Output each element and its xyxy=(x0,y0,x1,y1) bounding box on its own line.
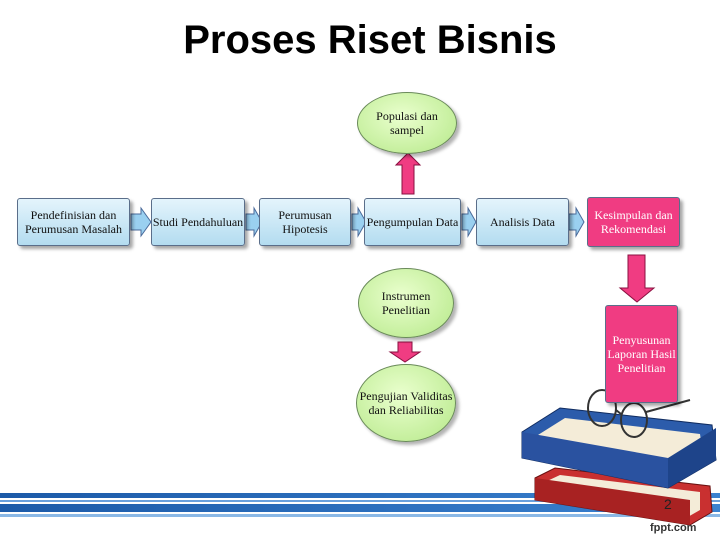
ellipse-pengujian-validitas: Pengujian Validitas dan Reliabilitas xyxy=(356,364,456,442)
step-pengumpulan-data: Pengumpulan Data xyxy=(364,198,461,246)
arrow-up-populasi xyxy=(394,152,422,195)
arrow-5-6 xyxy=(568,206,585,238)
arrow-down-pengujian xyxy=(388,341,422,363)
step-analisis-data: Analisis Data xyxy=(476,198,569,246)
step-studi-pendahuluan: Studi Pendahuluan xyxy=(151,198,245,246)
arrow-2-3 xyxy=(245,206,263,238)
footer-logo: fppt.com xyxy=(650,522,697,534)
page-title: Proses Riset Bisnis xyxy=(183,18,557,62)
arrow-4-5 xyxy=(461,206,477,238)
step-pendefinisian-masalah: Pendefinisian dan Perumusan Masalah xyxy=(17,198,130,246)
box-penyusunan-laporan: Penyusunan Laporan Hasil Penelitian xyxy=(605,305,678,403)
step-kesimpulan-rekomendasi: Kesimpulan dan Rekomendasi xyxy=(587,197,680,247)
page-number: 2 xyxy=(664,496,672,512)
books-illustration xyxy=(521,389,717,526)
ellipse-populasi-sampel: Populasi dan sampel xyxy=(357,92,457,154)
step-perumusan-hipotesis: Perumusan Hipotesis xyxy=(259,198,351,246)
arrow-3-4 xyxy=(351,206,367,238)
ellipse-instrumen-penelitian: Instrumen Penelitian xyxy=(358,268,454,338)
footer-stripes xyxy=(0,493,720,517)
flow-arrows xyxy=(130,206,585,238)
arrow-1-2 xyxy=(130,206,152,238)
arrow-down-laporan xyxy=(618,254,656,303)
